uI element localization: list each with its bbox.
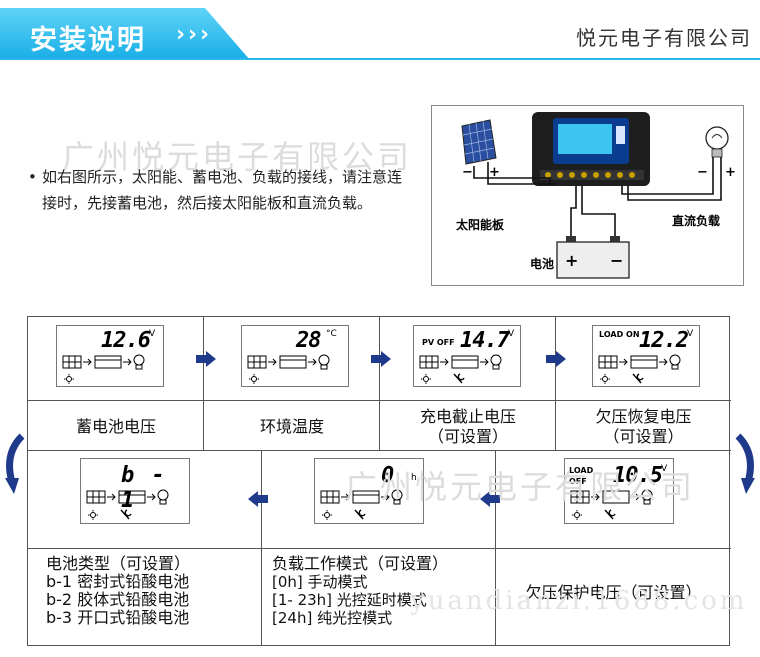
caption-charge-cutoff: 充电截止电压 （可设置） xyxy=(419,407,516,446)
battery-label: 电池 xyxy=(530,257,555,271)
lcd-screen: LOAD OFF 10.5 V xyxy=(564,458,674,524)
caption-undervoltage-recover: 欠压恢复电压 （可设置） xyxy=(595,407,692,446)
lcd-unit: V xyxy=(687,329,694,339)
watermark: 广州悦元电子有限公司 xyxy=(345,468,696,506)
lcd-icons xyxy=(62,354,145,384)
load-mode-title: 负载工作模式（可设置） xyxy=(272,554,449,573)
caption-cell xyxy=(28,401,204,451)
controller-icon xyxy=(532,112,650,186)
intro-paragraph: 如右图所示，太阳能、蓄电池、负载的接线，请注意连接时，先接蓄电池，然后接太阳能板… xyxy=(42,168,403,212)
lcd-tag: LOAD ON xyxy=(599,330,640,339)
caption-cell xyxy=(380,401,556,451)
watermark: 广州悦元电子有限公司 xyxy=(62,138,413,176)
caption-battery-type: 电池类型（可设置） b-1 密封式铅酸电池 b-2 胶体式铅酸电池 b-3 开口… xyxy=(46,555,190,627)
lcd-value: b - 1 xyxy=(121,463,167,513)
lcd-screen: 12.6 V xyxy=(56,325,164,387)
arrow-left-icon xyxy=(248,491,268,507)
lcd-unit: V xyxy=(661,464,668,474)
lcd-screen: 28 °C xyxy=(241,325,349,387)
lcd-tag: PV OFF xyxy=(422,338,455,347)
lcd-screen: PV OFF 14.7 V xyxy=(413,325,521,387)
chevron-right-icon: › xyxy=(200,22,210,47)
svg-text:+: + xyxy=(565,251,578,270)
header-divider xyxy=(0,58,760,60)
lcd-screen: 0 h xyxy=(314,458,424,524)
chevron-right-icon: › xyxy=(176,22,186,47)
header: 安装说明 › › › 悦元电子有限公司 xyxy=(0,0,760,74)
lcd-value: 14.7 xyxy=(460,328,510,353)
display-flow-table: 12.6 V 28 °C PV OFF 14.7 V xyxy=(27,316,731,646)
lcd-tag: LOAD OFF xyxy=(569,466,594,486)
lcd-value: 0 xyxy=(381,463,394,488)
solar-panel-icon xyxy=(461,119,497,165)
lcd-unit: °C xyxy=(326,329,337,339)
load-mode-option: [24h] 纯光控模式 xyxy=(272,609,393,627)
load-mode-option: [1- 23h] 光控延时模式 xyxy=(272,591,427,609)
svg-text:−: − xyxy=(462,165,473,180)
arrow-right-icon xyxy=(546,351,566,367)
arrow-left-icon xyxy=(480,491,500,507)
caption-cell xyxy=(262,549,496,645)
curved-arrow-icon xyxy=(735,433,755,494)
page-title: 安装说明 xyxy=(30,25,146,56)
svg-text:−: − xyxy=(610,251,623,270)
svg-text:−: − xyxy=(697,165,708,180)
lcd-icons xyxy=(247,354,330,384)
lcd-unit: h xyxy=(411,473,417,483)
caption-cell xyxy=(204,401,380,451)
lcd-unit: V xyxy=(508,329,515,339)
battery-type-option: b-3 开口式铅酸电池 xyxy=(46,608,190,627)
lcd-cell xyxy=(556,317,731,401)
bulb-icon xyxy=(705,126,729,158)
caption-cell xyxy=(28,549,262,645)
lcd-value: 10.5 xyxy=(613,463,663,488)
load-mode-option: [0h] 手动模式 xyxy=(272,573,368,591)
lcd-value: 12.2 xyxy=(639,328,689,353)
caption-load-mode: 负载工作模式（可设置） [0h] 手动模式 [1- 23h] 光控延时模式 [2… xyxy=(272,554,449,628)
lcd-cell xyxy=(496,451,731,549)
wiring-illustration: + − − + − + xyxy=(461,112,736,279)
arrow-right-icon xyxy=(196,351,216,367)
lcd-icons xyxy=(419,354,502,384)
battery-type-option: b-1 密封式铅酸电池 xyxy=(46,572,190,591)
caption-battery-voltage: 蓄电池电压 xyxy=(75,417,156,436)
caption-ambient-temp: 环境温度 xyxy=(259,417,324,436)
bullet: • xyxy=(28,168,37,186)
title-banner xyxy=(0,8,250,60)
intro-text: • 如右图所示，太阳能、蓄电池、负载的接线，请注意连接时，先接蓄电池，然后接太阳… xyxy=(28,164,408,216)
caption-cell xyxy=(556,401,731,451)
curved-arrow-icon xyxy=(5,433,25,494)
lcd-screen: LOAD ON 12.2 V xyxy=(592,325,700,387)
chevron-right-icon: › xyxy=(188,22,198,47)
svg-text:+: + xyxy=(725,165,736,180)
company-name: 悦元电子有限公司 xyxy=(576,26,752,50)
solar-label: 太阳能板 xyxy=(456,218,505,232)
lcd-value: 12.6 xyxy=(101,328,151,353)
lcd-value: 28 xyxy=(296,328,321,353)
wires xyxy=(473,157,722,236)
svg-text:+: + xyxy=(489,165,500,180)
lcd-screen: b - 1 xyxy=(80,458,190,524)
lcd-icons xyxy=(598,354,681,384)
lcd-unit: V xyxy=(149,329,156,339)
wiring-diagram: + − − + − + 太阳能板 电池 直流负载 xyxy=(431,105,744,286)
lcd-icons xyxy=(86,489,169,520)
battery-type-title: 电池类型（可设置） xyxy=(46,554,191,573)
arrow-right-icon xyxy=(371,351,391,367)
caption-undervoltage-protect: 欠压保护电压（可设置） xyxy=(525,583,702,602)
watermark: yuandianzi.1688.com xyxy=(410,586,748,616)
battery-icon: + − xyxy=(556,236,630,279)
load-label: 直流负载 xyxy=(672,214,721,228)
lcd-icons xyxy=(570,489,653,520)
lcd-icons xyxy=(320,489,403,520)
battery-type-option: b-2 胶体式铅酸电池 xyxy=(46,590,190,609)
